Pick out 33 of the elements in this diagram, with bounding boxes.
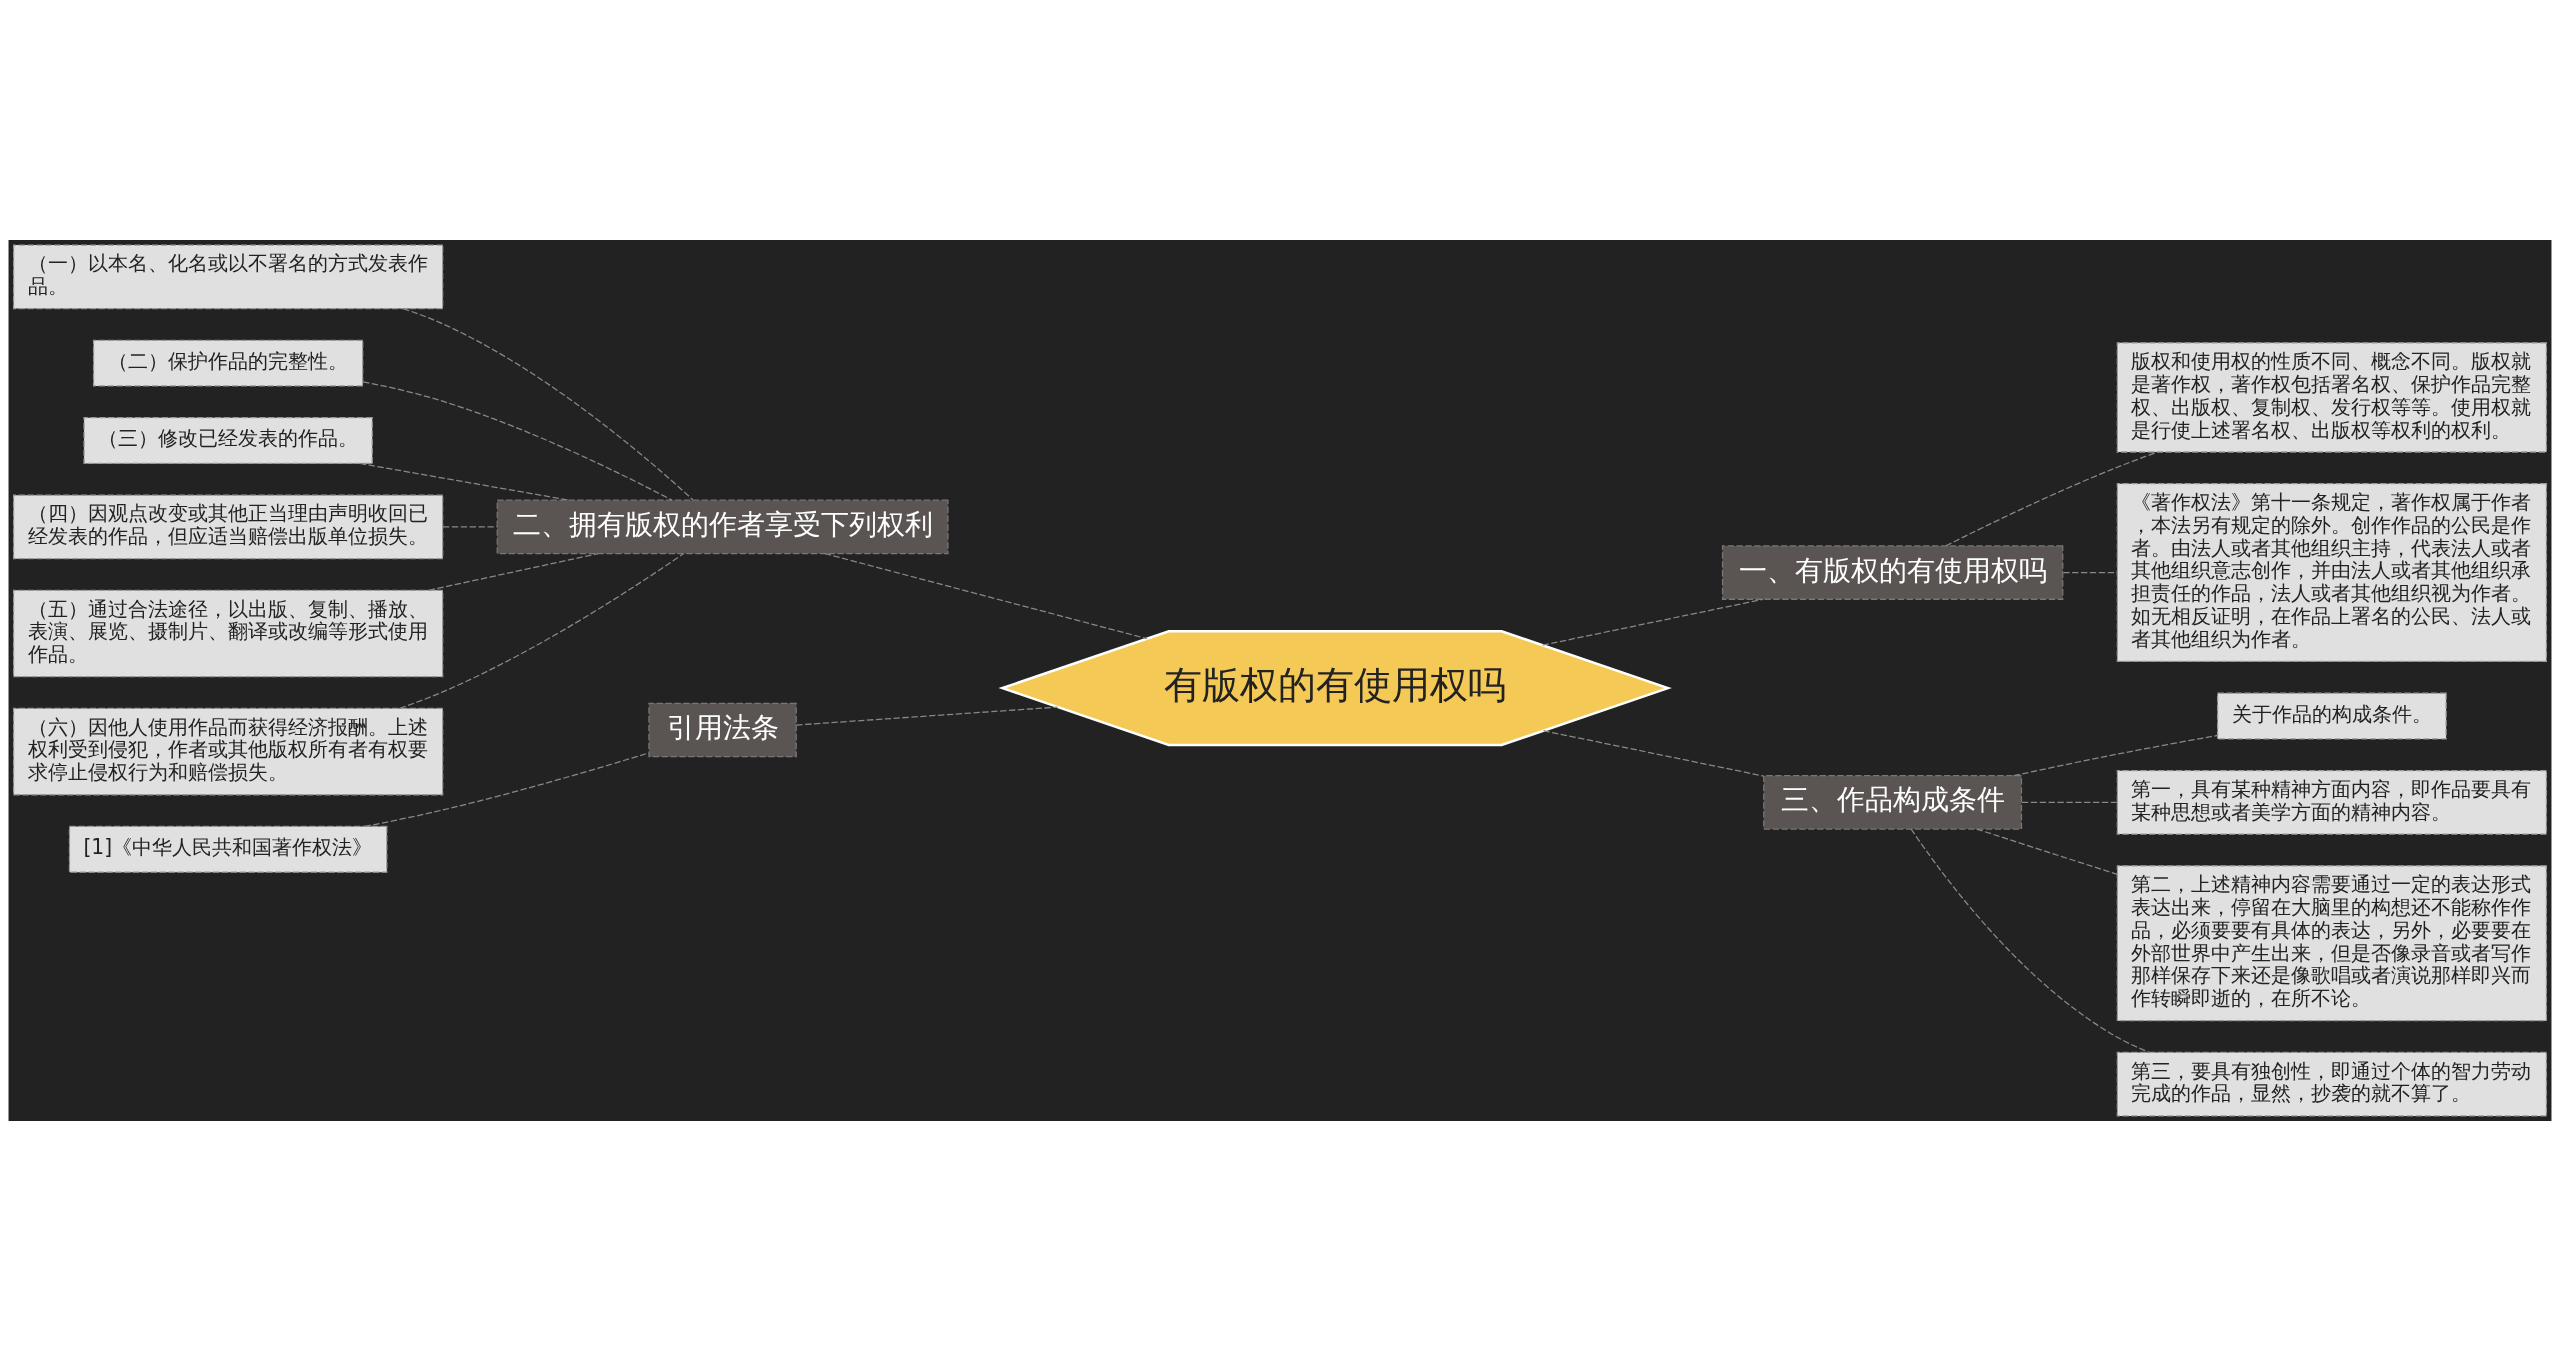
- node-box: （二）保护作品的完整性。: [92, 339, 364, 387]
- connector: [1910, 827, 2150, 1053]
- node-box: 引用法条: [648, 702, 797, 757]
- node-box: 一、有版权的有使用权吗: [1721, 544, 2064, 600]
- node-box: （四）因观点改变或其他正当理由声明收回已经发表的作品，但应适当赔偿出版单位损失。: [12, 494, 444, 559]
- connector: [1542, 598, 1764, 646]
- connector: [2062, 571, 2118, 573]
- node-box: 第二，上述精神内容需要通过一定的表达形式表达出来，停留在大脑里的构想还不能称作作品，必须要要有具体的表达，另外，必要要在外部世界中产生出来，但是否像录音或者写作那样保存下来还是像歌唱或者演说那样即兴而作转瞬即逝的，在所不论。: [2116, 864, 2548, 1021]
- connector: [402, 307, 694, 501]
- node-box: 关于作品的构成条件。: [2216, 692, 2447, 740]
- node-box: （六）因他人使用作品而获得经济报酬。上述权利受到侵犯，作者或其他版权所有者有权要求停止侵权行为和赔偿损失。: [12, 707, 444, 795]
- connector: [428, 552, 599, 591]
- node-box: （五）通过合法途径，以出版、复制、播放、表演、展览、摄制片、翻译或改编等形式使用作品。: [12, 589, 444, 677]
- connector: [359, 462, 570, 501]
- connector: [1945, 451, 2158, 546]
- connector: [1542, 729, 1765, 777]
- node-box: 版权和使用权的性质不同、概念不同。版权就是著作权，著作权包括署名权、保护作品完整权、出版权、复制权、发行权等等。使用权就是行使上述署名权、出版权等权利的权利。: [2116, 341, 2548, 453]
- node-box: 第一，具有某种精神方面内容，即作品要具有某种思想或者美学方面的精神内容。: [2116, 769, 2548, 835]
- connector: [399, 552, 684, 709]
- connector: [2013, 734, 2219, 776]
- connector: [824, 552, 1148, 639]
- connector: [362, 380, 673, 501]
- node-box: 第三，要具有独创性，即通过个体的智力劳动完成的作品，显然，抄袭的就不算了。: [2116, 1051, 2548, 1117]
- node-box: （三）修改已经发表的作品。: [83, 416, 373, 464]
- node-box: 三、作品构成条件: [1763, 774, 2023, 830]
- node-box: 二、拥有版权的作者享受下列权利: [496, 499, 949, 554]
- node-box: （一）以本名、化名或以不署名的方式发表作品。: [12, 243, 444, 309]
- node-box: [1]《中华人民共和国著作权法》: [68, 825, 388, 873]
- node-box: 《著作权法》第十一条规定，著作权属于作者，本法另有规定的除外。创作作品的公民是作者。由法人或者其他组织主持，代表法人或者其他组织意志创作，并由法人或者其他组织承担责任的作品，法人或者其他组织视为作者。如无相反证明，在作品上署名的公民、法人或者其他组织为作者。: [2116, 482, 2548, 662]
- connector: [1975, 827, 2118, 875]
- connector: [442, 525, 498, 528]
- connector: [2021, 801, 2118, 803]
- connector: [795, 705, 1059, 726]
